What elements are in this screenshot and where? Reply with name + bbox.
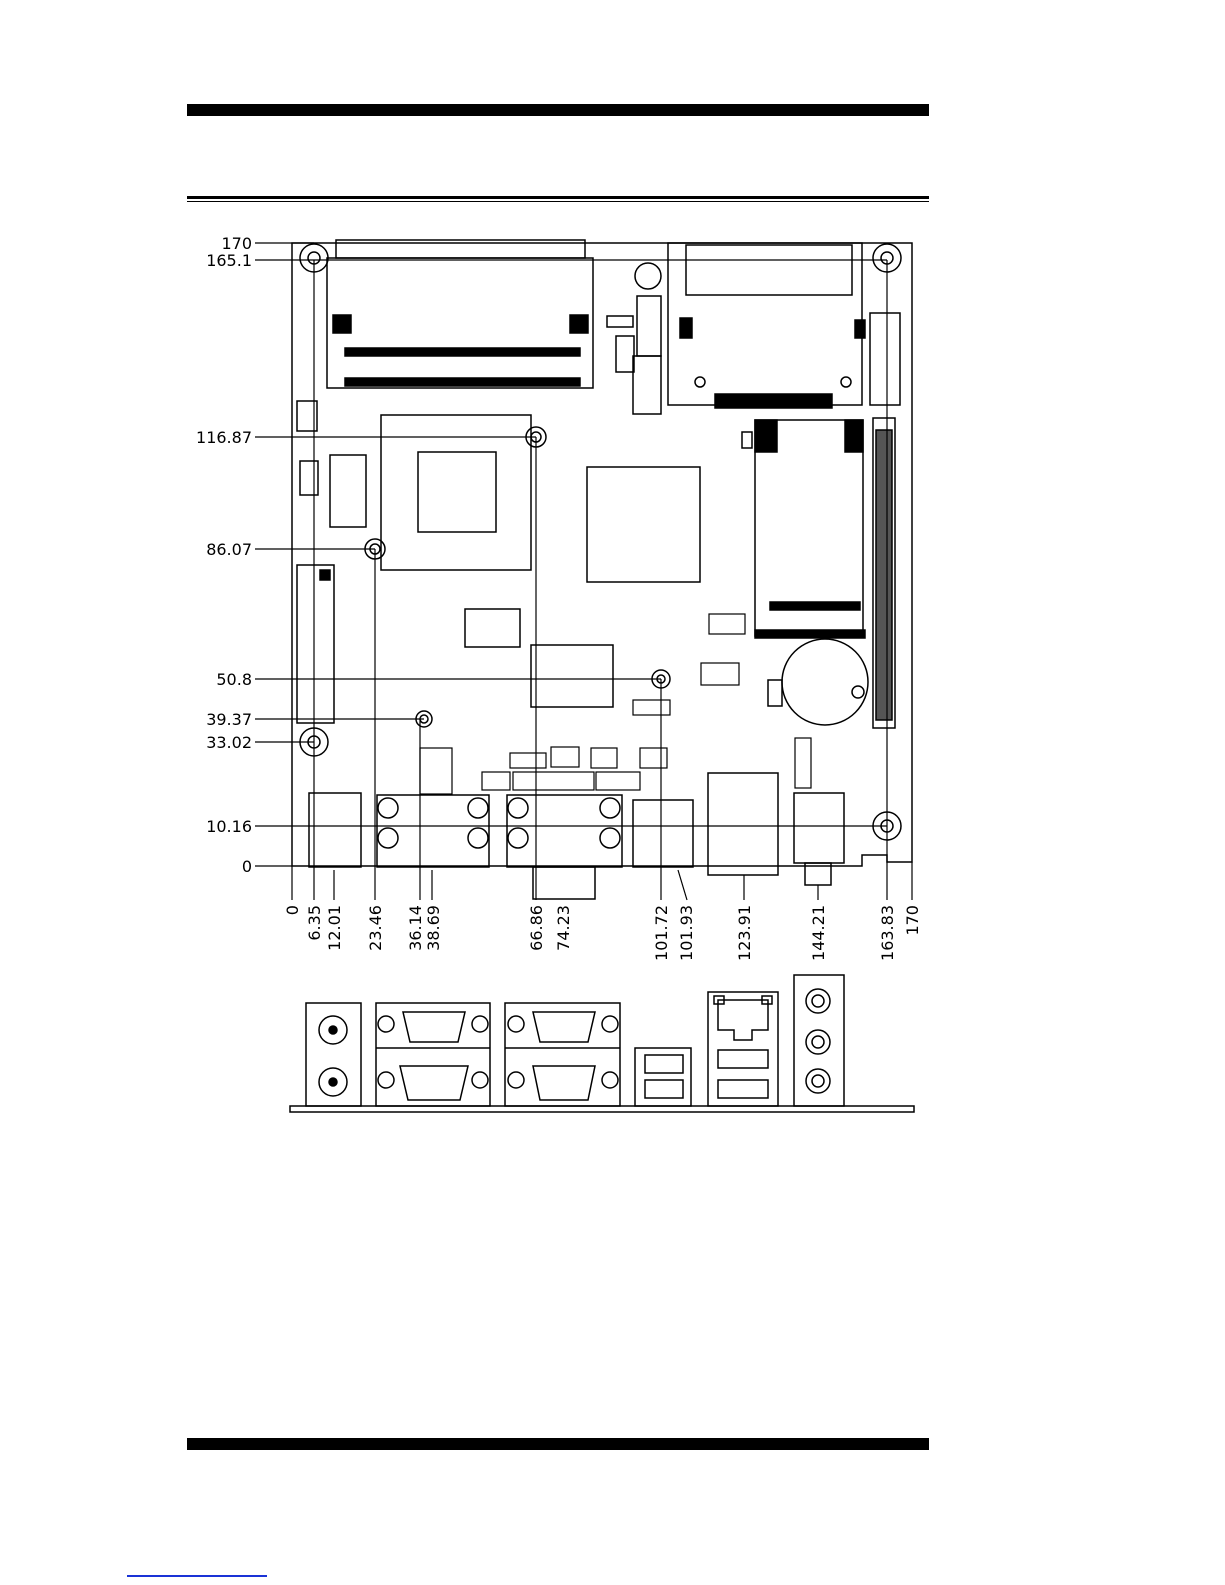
bottom-scale-label: 170 (903, 905, 922, 936)
usb-ports-lan (718, 1050, 768, 1098)
vga-port (378, 1066, 488, 1100)
left-scale-labels: 170 165.1 116.87 86.07 50.8 39.37 33.02 … (196, 234, 252, 876)
left-scale-label: 39.37 (206, 710, 252, 729)
bottom-scale-labels: 0 6.35 12.01 23.46 36.14 38.69 66.86 74.… (283, 905, 922, 961)
rear-io-top-view (309, 773, 844, 899)
bottom-scale-label: 123.91 (735, 905, 754, 961)
bottom-scale-label: 23.46 (366, 905, 385, 951)
audio-jacks (794, 975, 844, 1106)
bottom-scale-label: 163.83 (878, 905, 897, 961)
left-scale-label: 33.02 (206, 733, 252, 752)
compact-flash-slot (668, 243, 865, 408)
bottom-scale-label: 101.93 (677, 905, 696, 961)
serial-port-3 (508, 1066, 618, 1100)
bottom-scale-label: 74.23 (554, 905, 573, 951)
pin-headers (420, 614, 811, 794)
sodimm-slot (327, 240, 593, 388)
bottom-scale-label: 12.01 (325, 905, 344, 951)
left-scale-label: 86.07 (206, 540, 252, 559)
bottom-scale-label: 6.35 (305, 905, 324, 941)
bottom-scale-label: 36.14 (406, 905, 425, 951)
left-scale-label: 0 (242, 857, 252, 876)
footer-link-underline[interactable] (127, 1575, 267, 1577)
rear-io-panel (290, 975, 914, 1112)
left-scale-label: 165.1 (206, 251, 252, 270)
cmos-battery (768, 639, 868, 725)
left-scale-label: 10.16 (206, 817, 252, 836)
footer-thick-rule (187, 1438, 929, 1450)
bottom-scale-label: 101.72 (652, 905, 671, 961)
cpu-area (330, 415, 700, 707)
right-vertical-header (870, 313, 900, 728)
ps2-mouse-port (306, 1003, 361, 1106)
bottom-scale-label: 144.21 (809, 905, 828, 961)
bottom-scale-label: 0 (283, 905, 302, 915)
left-scale-label: 50.8 (216, 670, 252, 689)
usb-ports (635, 1048, 691, 1106)
bottom-scale-label: 66.86 (527, 905, 546, 951)
atx-power-connector (297, 565, 334, 723)
left-scale-label: 116.87 (196, 428, 252, 447)
mini-pci-slot (742, 420, 865, 638)
ps2-keyboard-port (319, 1068, 347, 1096)
bottom-scale-label: 38.69 (424, 905, 443, 951)
serial-port-2 (505, 1003, 620, 1106)
serial-port-1 (376, 1003, 490, 1106)
